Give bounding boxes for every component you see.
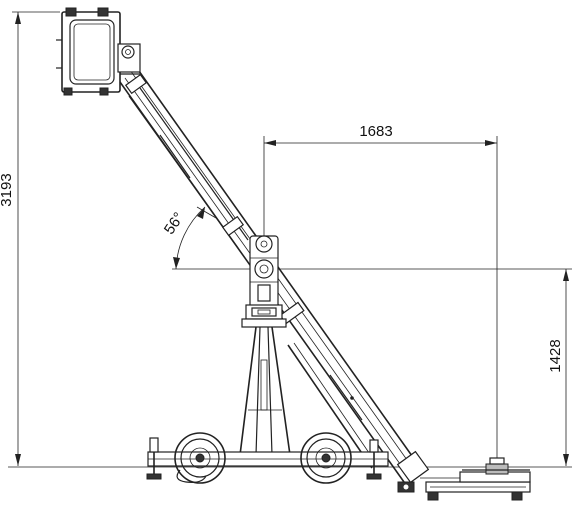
total-height-dimension: 3193 xyxy=(0,11,60,466)
wheel-right xyxy=(300,432,352,484)
base-chassis xyxy=(146,437,389,480)
pivot-height-dimension: 1428 xyxy=(172,268,572,466)
tripod-stand xyxy=(239,326,291,456)
tilt-angle-label: 56° xyxy=(161,209,188,237)
reach-label: 1683 xyxy=(359,123,392,140)
support-strut xyxy=(287,344,373,469)
wheel-left xyxy=(174,432,226,484)
boom-clamp-top xyxy=(124,73,148,95)
telescopic-boom xyxy=(119,63,430,493)
boom-counterweight-end xyxy=(396,450,430,493)
counterweight-tray xyxy=(420,457,531,501)
boom-clamp-upper xyxy=(221,215,245,237)
camera-head xyxy=(56,7,141,96)
tilt-angle-dimension: 56° xyxy=(161,206,206,270)
pivot-height-label: 1428 xyxy=(547,339,564,372)
total-height-label: 3193 xyxy=(0,173,15,206)
pivot-column xyxy=(241,235,287,328)
reach-dimension: 1683 xyxy=(263,123,498,470)
